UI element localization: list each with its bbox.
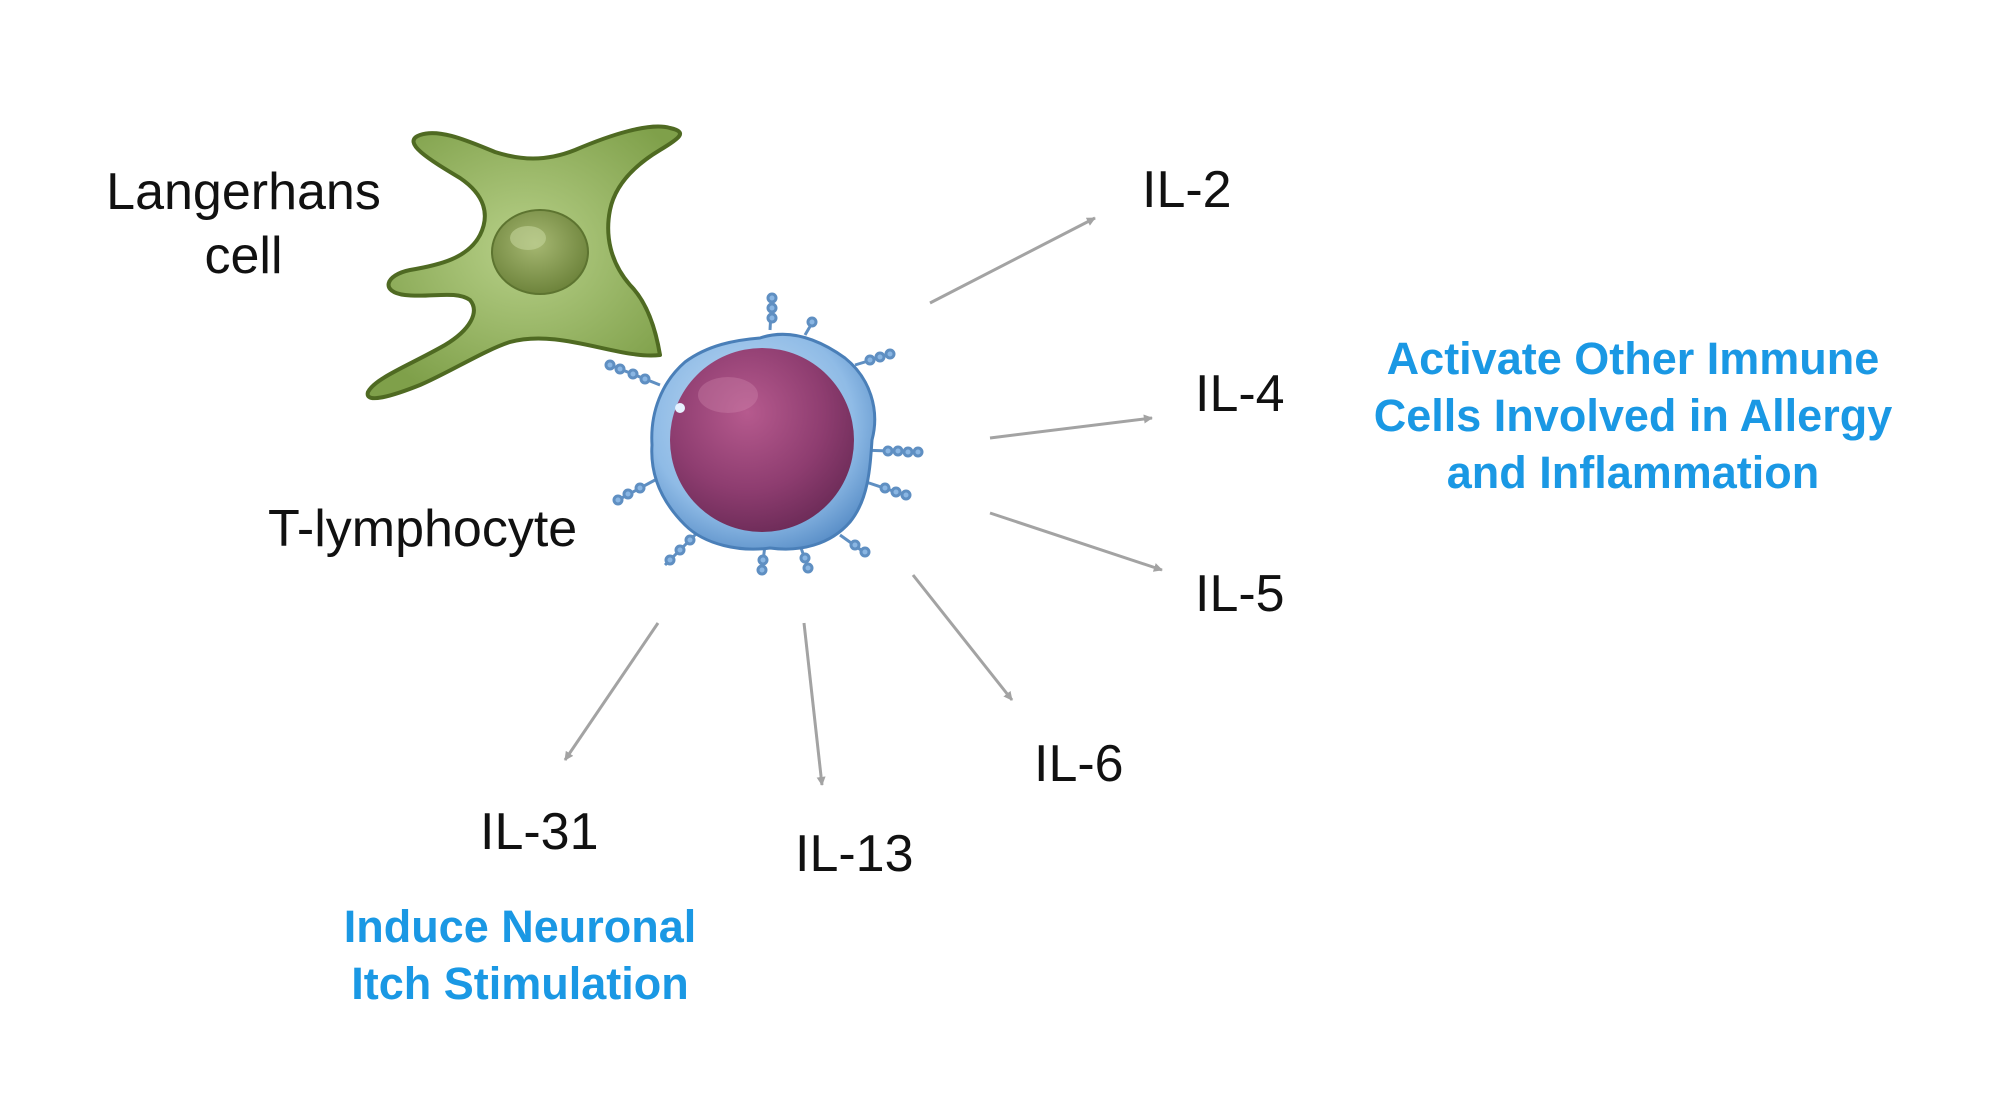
cytokine-arrows <box>563 216 1163 786</box>
cytokine-il31-label: IL-31 <box>480 803 599 861</box>
cytokine-il13-label: IL-13 <box>795 825 914 883</box>
cytokine-il5-label: IL-5 <box>1195 565 1285 623</box>
langerhans-cell-icon <box>365 124 683 401</box>
cytokine-il6-label: IL-6 <box>1034 735 1124 793</box>
t-lymphocyte-icon <box>604 292 924 576</box>
t-lymphocyte-label: T-lymphocyte <box>268 500 578 558</box>
cytokine-il4-label: IL-4 <box>1195 365 1285 423</box>
itch-stimulation-effect: Induce Neuronal Itch Stimulation <box>343 901 697 1009</box>
langerhans-cell-label: Langerhans cell <box>106 163 381 285</box>
arrow-il5 <box>989 511 1163 572</box>
arrow-il4 <box>989 414 1153 440</box>
arrow-il31 <box>563 622 660 761</box>
arrow-il13 <box>802 622 826 786</box>
cytokine-il2-label: IL-2 <box>1142 161 1232 219</box>
immune-activation-effect: Activate Other Immune Cells Involved in … <box>1373 333 1893 498</box>
arrow-il6 <box>911 574 1014 701</box>
arrow-il2 <box>929 216 1096 305</box>
